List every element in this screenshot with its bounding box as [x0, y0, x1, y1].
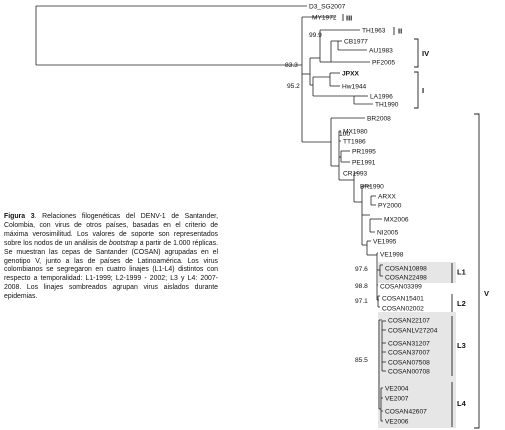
leaf-label: COSAN10898 [385, 266, 427, 273]
leaf-label: PY2000 [378, 203, 402, 210]
genotype-label-i: I [422, 86, 424, 95]
leaf-label: MY1972 [312, 15, 337, 22]
leaf-label: MX2006 [384, 217, 409, 224]
bootstrap-value: 100 [339, 131, 350, 138]
leaf-label: CR1993 [343, 171, 368, 178]
leaf-label: COSAN42607 [385, 409, 427, 416]
figure-caption: Figura 3. Relaciones filogenéticas del D… [4, 213, 218, 302]
leaf-label: COSAN37007 [388, 350, 430, 357]
leaf-label: COSAN22498 [385, 275, 427, 282]
bootstrap-value: 85.5 [355, 357, 368, 364]
leaf-label: COSAN07508 [388, 360, 430, 367]
leaf-label: ARXX [378, 194, 397, 201]
leaf-label: AU1983 [369, 48, 393, 55]
leaf-label: COSAN15401 [382, 296, 424, 303]
leaf-label: COSAN31207 [388, 341, 430, 348]
genotype-label-ii: II [398, 27, 402, 36]
lineage-label-l2: L2 [457, 299, 466, 308]
lineage-label-l1: L1 [457, 268, 466, 277]
leaf-label: BR2008 [367, 116, 391, 123]
leaf-label: PF2005 [372, 60, 395, 67]
leaf-label: COSAN03399 [380, 284, 422, 291]
leaf-label: JPXX [342, 71, 359, 78]
leaf-label: D3_SG2007 [309, 4, 346, 11]
tree-branches [35, 5, 386, 422]
bootstrap-value: 98.8 [355, 283, 368, 290]
bootstrap-values: 99.9 83.3 95.2 100 97.6 98.8 97.1 85.5 [285, 32, 368, 364]
leaf-label: COSANLV27204 [388, 328, 438, 335]
leaf-label: VE2007 [385, 396, 409, 403]
bootstrap-value: 99.9 [309, 32, 322, 39]
leaf-label: COSAN00708 [388, 369, 430, 376]
leaf-label: VE1998 [380, 252, 404, 259]
leaf-label: NI2005 [377, 230, 399, 237]
caption-text-continued: a partir de 1.000 réplicas. Se muestran … [4, 239, 218, 301]
lineage-label-l3: L3 [457, 341, 466, 350]
leaf-label: TH1963 [362, 28, 386, 35]
caption-italic-term: bootstrap [109, 239, 138, 247]
lineage-label-l4: L4 [457, 399, 467, 408]
leaf-label: COSAN02002 [382, 306, 424, 313]
leaf-label: CB1977 [344, 39, 368, 46]
leaf-label: MX1980 [343, 129, 368, 136]
leaf-label: TT1986 [343, 139, 366, 146]
lineage-brackets: L1 L2 L3 L4 [451, 263, 467, 427]
genotype-label-v: V [484, 289, 489, 298]
leaf-label: TH1990 [375, 102, 399, 109]
genotype-label-iv: IV [422, 49, 429, 58]
bootstrap-value: 83.3 [285, 62, 298, 69]
l1-shading [378, 262, 456, 283]
leaf-label: VE1995 [373, 239, 397, 246]
bootstrap-value: 97.6 [355, 266, 368, 273]
leaf-label: Hw1944 [342, 84, 367, 91]
leaf-label: BR1990 [360, 184, 384, 191]
bootstrap-value: 95.2 [287, 83, 300, 90]
l3-shading [378, 312, 456, 428]
caption-text: . Relaciones filogenéticas del DENV-1 de… [4, 213, 218, 247]
leaf-label: COSAN22107 [388, 318, 430, 325]
leaf-label: PR1995 [352, 149, 376, 156]
bootstrap-value: 97.1 [355, 298, 368, 305]
lineage-shading [378, 262, 456, 428]
genotype-label-iii: III [346, 14, 352, 23]
leaf-label: PE1991 [352, 160, 376, 167]
leaf-label: VE2004 [385, 386, 409, 393]
leaf-label: VE2006 [385, 419, 409, 426]
genotype-brackets: III II IV I V [342, 14, 489, 429]
leaf-labels: D3_SG2007 MY1972 TH1963 CB1977 AU1983 PF… [309, 4, 438, 426]
figure-label: Figura 3 [4, 213, 35, 220]
leaf-label: LA1996 [370, 94, 393, 101]
